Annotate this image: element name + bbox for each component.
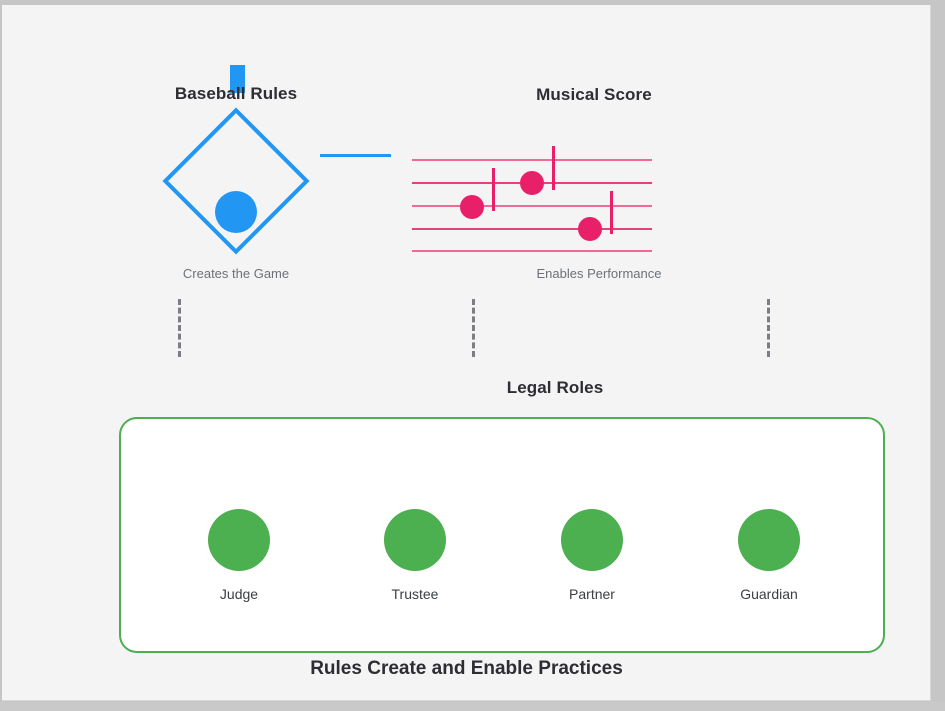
baseball-rules-caption: Creates the Game — [182, 266, 290, 281]
role-dot-icon — [561, 509, 623, 571]
note-head-2 — [520, 171, 544, 195]
window-bottom-gutter — [0, 702, 945, 711]
role-dot-icon — [208, 509, 270, 571]
role-node-partner[interactable]: Partner — [532, 509, 652, 602]
diagram-canvas: Baseball Rules Creates the Game Musical … — [2, 5, 931, 701]
horizontal-link-connector — [320, 154, 391, 157]
staff-line-4 — [412, 228, 652, 230]
role-node-judge[interactable]: Judge — [179, 509, 299, 602]
role-node-guardian[interactable]: Guardian — [709, 509, 829, 602]
role-node-trustee[interactable]: Trustee — [355, 509, 475, 602]
staff-line-5 — [412, 250, 652, 252]
role-dot-icon — [738, 509, 800, 571]
role-label: Judge — [219, 586, 259, 602]
note-head-3 — [578, 217, 602, 241]
diagram-footer-title: Rules Create and Enable Practices — [310, 658, 623, 679]
dashed-connector-right — [767, 299, 770, 357]
musical-staff-icon — [412, 146, 652, 257]
role-label: Partner — [569, 586, 615, 602]
staff-line-3 — [412, 205, 652, 207]
legal-roles-container: Judge Trustee Partner Guardian — [119, 417, 885, 653]
home-plate-dot-icon — [215, 191, 257, 233]
role-label: Trustee — [391, 586, 439, 602]
legal-roles-title: Legal Roles — [506, 378, 604, 397]
dashed-connector-center — [472, 299, 475, 357]
note-head-1 — [460, 195, 484, 219]
window-right-gutter — [931, 0, 945, 711]
role-dot-icon — [384, 509, 446, 571]
role-label: Guardian — [740, 586, 798, 602]
note-stem-2 — [552, 146, 555, 190]
musical-score-caption: Enables Performance — [536, 266, 662, 281]
baseball-rules-title: Baseball Rules — [174, 84, 298, 103]
staff-line-1 — [412, 159, 652, 161]
note-stem-3 — [610, 191, 613, 234]
blue-marker-bar-icon — [230, 65, 245, 93]
musical-score-title: Musical Score — [536, 85, 652, 104]
dashed-connector-left — [178, 299, 181, 357]
note-stem-1 — [492, 168, 495, 211]
